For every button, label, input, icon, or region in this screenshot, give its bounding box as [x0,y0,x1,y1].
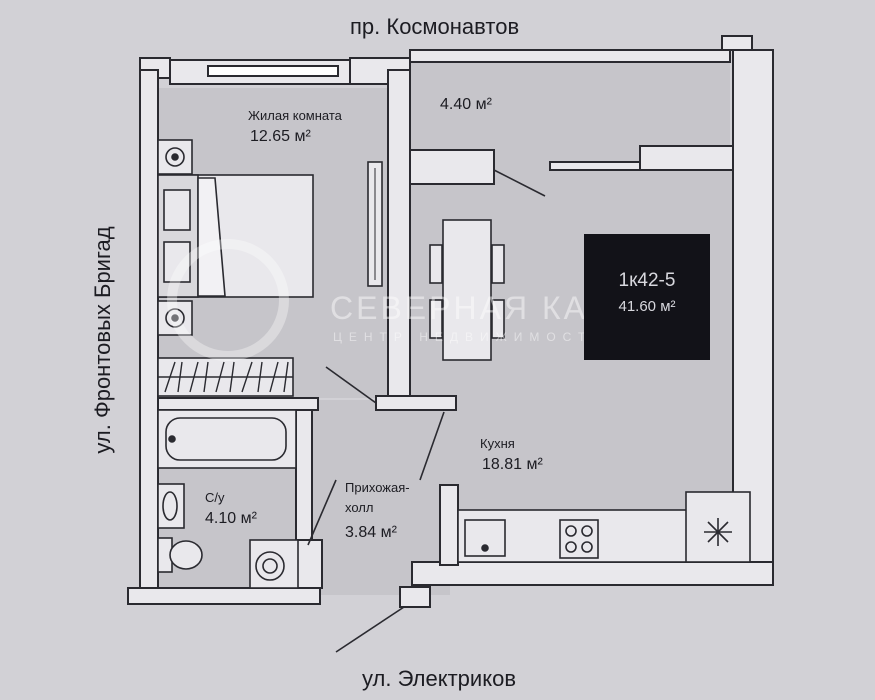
watermark-logo-ring [167,239,289,361]
wall-bath-top [157,397,319,411]
door-balcony [493,169,546,197]
chair-right-1 [491,244,505,284]
door-bath [307,479,337,546]
pillow-bottom [163,241,191,283]
room-area-bathroom: 4.10 м² [205,510,257,527]
wall-hall-bottom-pier [399,586,431,608]
wall-balcony-right-cap [721,35,753,51]
balcony-partition-right [639,145,734,171]
wall-hall-right [439,484,459,566]
street-label-top: пр. Космонавтов [350,14,520,39]
door-entrance [335,606,405,653]
room-label-hallway-line1: Прихожая- [345,480,410,495]
pillow-top [163,189,191,231]
wall-top-window-glass [207,65,339,77]
watermark-subtitle: ЦЕНТР НЕДВИЖИМОСТИ [333,330,608,344]
bed-blanket-fold [197,177,226,297]
street-label-bottom: ул. Электриков [362,666,516,691]
wall-divider-main [387,69,411,401]
wall-kitchen-bottom [411,561,774,586]
wall-balcony-top [409,49,731,63]
toilet-bowl [169,540,203,570]
street-label-left: ул. Фронтовых Бригад [90,226,115,454]
room-area-balcony: 4.40 м² [440,96,492,113]
unit-badge: 1к42-5 41.60 м² [584,234,710,360]
wall-bottom [127,587,321,605]
balcony-partition-left [409,149,495,185]
room-area-hallway: 3.84 м² [345,524,397,541]
stove [559,519,599,559]
wall-hall-corner [375,395,457,411]
room-area-kitchen: 18.81 м² [482,456,543,473]
room-label-bathroom: С/у [205,490,225,505]
wall-bath-right-lower [295,539,323,589]
room-label-living: Жилая комната [248,108,342,123]
dining-table [442,219,492,361]
chair-left-1 [429,244,443,284]
room-label-hallway-line2: холл [345,500,374,515]
fridge-star-icon [704,518,732,546]
chair-left-2 [429,299,443,339]
door-hall [419,411,445,481]
room-area-living: 12.65 м² [250,128,311,145]
unit-total-area: 41.60 м² [618,298,676,315]
door-living [325,366,377,404]
unit-code: 1к42-5 [618,270,676,291]
wall-left [139,69,159,601]
chair-right-2 [491,299,505,339]
room-label-kitchen: Кухня [480,436,515,451]
floor-balcony [410,62,730,150]
